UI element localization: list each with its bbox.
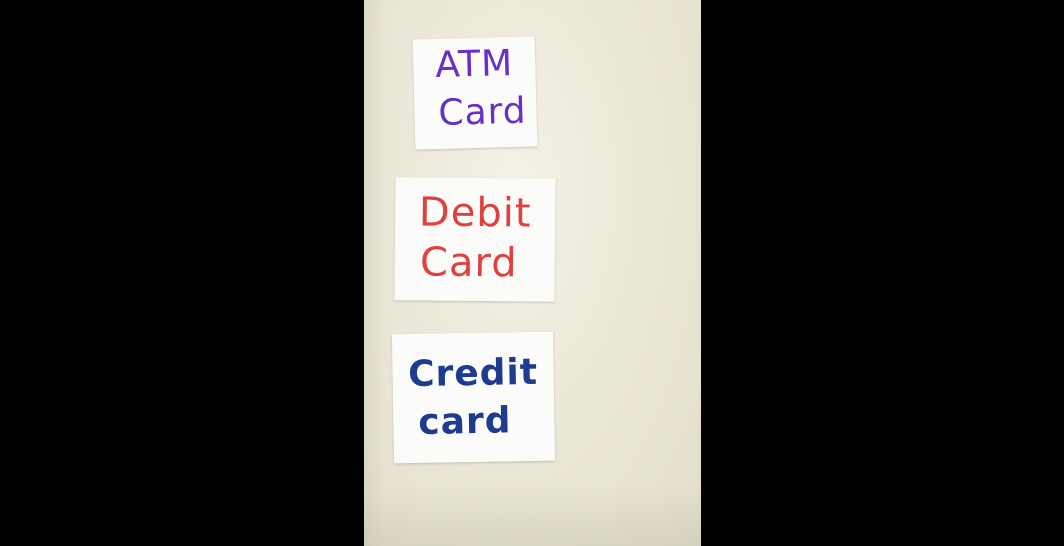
wall-shadow-bottom: [364, 486, 701, 546]
note-text-line1: ATM: [434, 42, 514, 87]
video-image: ATM Card Debit Card Credit card: [364, 0, 701, 546]
note-text-line1: Credit: [407, 351, 539, 396]
note-text-line2: card: [417, 400, 512, 443]
note-text-line2: Card: [419, 239, 518, 287]
wall-shadow-left: [364, 0, 386, 546]
sticky-note-atm-card: ATM Card: [412, 36, 538, 150]
sticky-note-credit-card: Credit card: [391, 331, 556, 464]
sticky-note-debit-card: Debit Card: [394, 177, 556, 302]
note-text-line1: Debit: [418, 189, 532, 237]
note-text-line2: Card: [437, 90, 528, 134]
